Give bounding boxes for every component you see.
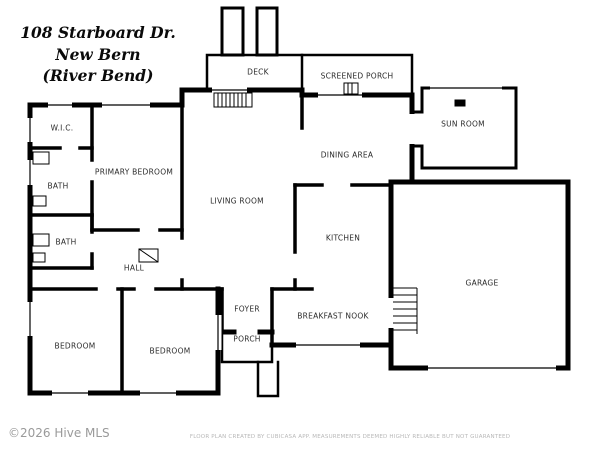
room-label-kitchen: KITCHEN (325, 233, 361, 243)
window-lines (29, 87, 556, 394)
copyright-text: ©2026 Hive MLS (8, 426, 110, 440)
room-label-screened-porch: SCREENED PORCH (320, 71, 394, 81)
room-label-sun-room: SUN ROOM (441, 119, 485, 129)
plan-title: 108 Starboard Dr. New Bern (River Bend) (18, 22, 178, 87)
bath-fixture (32, 252, 46, 263)
deck-stair-boxes (220, 6, 279, 57)
sunroom-walls (410, 86, 518, 170)
room-label-bath-lower: BATH (55, 237, 77, 247)
room-label-garage: GARAGE (465, 278, 499, 288)
sunroom-marker (454, 99, 466, 107)
plan-details (32, 82, 466, 334)
room-label-living-room: LIVING ROOM (210, 196, 264, 206)
room-label-hall: HALL (123, 263, 145, 273)
room-label-bedroom-mid: BEDROOM (149, 346, 191, 356)
bath-fixture (32, 195, 47, 207)
room-label-primary-bedroom: PRIMARY BEDROOM (94, 167, 174, 177)
room-label-foyer: FOYER (234, 304, 260, 314)
bath-fixture (32, 151, 50, 165)
wall-openings (26, 84, 556, 397)
room-label-porch: PORCH (233, 334, 261, 344)
room-label-bedroom-left: BEDROOM (54, 341, 96, 351)
room-label-bath-upper: BATH (47, 181, 69, 191)
room-label-dining-area: DINING AREA (320, 150, 374, 160)
deck-porch-walls (205, 53, 414, 398)
disclaimer-text: FLOOR PLAN CREATED BY CUBICASA APP. MEAS… (189, 434, 511, 440)
plan-title-line1: 108 Starboard Dr. (20, 23, 176, 42)
interior-walls (28, 93, 393, 395)
hall-attic-hatch (138, 248, 159, 263)
porch-step-hatch (343, 82, 359, 95)
room-label-breakfast-nook: BREAKFAST NOOK (297, 311, 369, 321)
hearth-hatch (213, 92, 253, 108)
room-label-wic: W.I.C. (50, 123, 74, 133)
plan-title-line3: (River Bend) (42, 66, 154, 86)
room-label-deck: DECK (247, 67, 269, 77)
bath-fixture (32, 233, 50, 247)
plan-title-line2: New Bern (55, 44, 141, 64)
